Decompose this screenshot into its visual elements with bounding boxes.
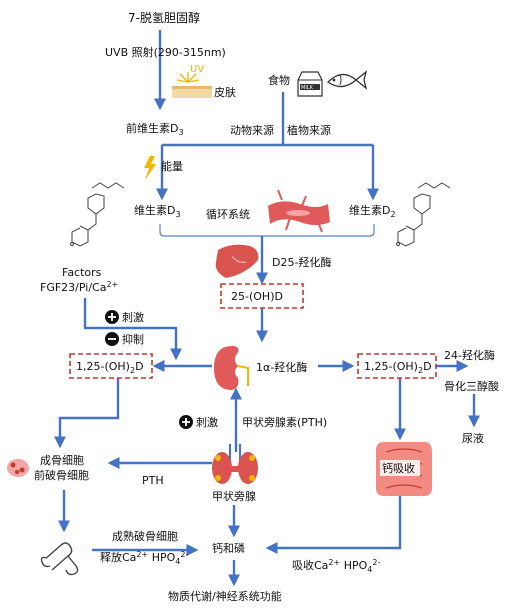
node-previtamin-d3: 前维生素D3: [126, 121, 184, 137]
node-urine: 尿液: [462, 431, 484, 445]
arrow-intestine-to-ca-p: [265, 496, 402, 554]
osteoblast-cells-icon: [7, 459, 29, 477]
node-mature-osteoclast: 成熟破骨细胞: [112, 529, 178, 543]
box-125ohd-left: [69, 353, 153, 379]
node-plant-source: 植物来源: [287, 123, 331, 137]
label-pth: PTH: [142, 474, 164, 487]
vitamin-d2-molecule-icon: [396, 182, 451, 247]
node-animal-source: 动物来源: [230, 123, 274, 137]
plus-circle-icon: [105, 310, 119, 324]
node-energy: 能量: [161, 159, 183, 173]
box-125ohd-right: [357, 353, 437, 379]
node-calcium-phosphorus: 钙和磷: [212, 541, 245, 555]
kidney-icon: [214, 346, 249, 390]
label-stimulate-pth: 刺激: [196, 415, 218, 429]
node-pre-osteoclast: 前破骨细胞: [34, 468, 89, 482]
node-fgf23: FGF23/Pi/Ca2+: [40, 280, 118, 294]
node-7-dehydrocholesterol: 7-脱氢胆固醇: [128, 10, 200, 25]
node-skin: 皮肤: [214, 85, 236, 99]
liver-icon: [215, 244, 259, 278]
node-absorb-ca-hpo4: 吸收Ca2+ HPO42-: [292, 558, 380, 574]
circulation-bracket: [159, 224, 375, 237]
vitamin-d3-molecule-icon: [70, 182, 125, 247]
parathyroid-icon: [212, 444, 258, 484]
node-calcium-absorption: 钙吸收: [382, 461, 415, 475]
fish-icon: [326, 70, 368, 90]
node-circulation: 循环系统: [206, 208, 250, 221]
blood-vessel-icon: [268, 189, 330, 233]
node-25ohd: 25-(OH)D: [231, 290, 283, 303]
node-125ohd-right: 1,25-(OH)2D: [364, 360, 432, 375]
plus-circle-pth-icon: [179, 415, 193, 429]
flow-arrows: [54, 30, 480, 587]
node-1alpha-hydroxylase: 1α-羟化酶: [256, 360, 307, 374]
node-calcitroic-acid: 骨化三醇酸: [444, 379, 499, 393]
milk-carton-icon: MILK: [297, 71, 323, 97]
node-release-ca-hpo4: 释放Ca2+ HPO42-: [100, 550, 188, 566]
bone-joint-icon: [40, 542, 79, 576]
node-food: 食物: [268, 73, 290, 87]
uv-label: UV: [190, 64, 204, 75]
node-parathyroid-gland: 甲状旁腺: [212, 489, 256, 503]
node-125ohd-left: 1,25-(OH)2D: [76, 360, 144, 375]
node-vitamin-d3: 维生素D3: [134, 203, 181, 219]
node-osteoblast: 成骨细胞: [40, 454, 84, 467]
label-stimulate: 刺激: [122, 310, 144, 324]
node-d25-hydroxylase: D25-羟化酶: [272, 255, 331, 269]
node-factors: Factors: [62, 266, 102, 279]
uv-skin-icon: UV: [172, 64, 212, 98]
milk-label: MILK: [301, 85, 314, 91]
box-25ohd: [220, 283, 304, 309]
node-parathyroid-hormone: 甲状旁腺素(PTH): [242, 415, 327, 429]
label-inhibit: 抑制: [122, 332, 144, 346]
node-24-hydroxylase: 24-羟化酶: [444, 348, 495, 362]
arrow-to-osteoblast: [54, 378, 120, 449]
lightning-icon: [144, 156, 156, 180]
arrow-factors-to-regulation: [83, 298, 182, 361]
node-uvb: UVB 照射(290-315nm): [105, 45, 226, 59]
node-vitamin-d2: 维生素D2: [349, 203, 396, 219]
minus-circle-icon: [105, 332, 119, 346]
node-metabolism-nervous-system: 物质代谢/神经系统功能: [168, 589, 282, 603]
